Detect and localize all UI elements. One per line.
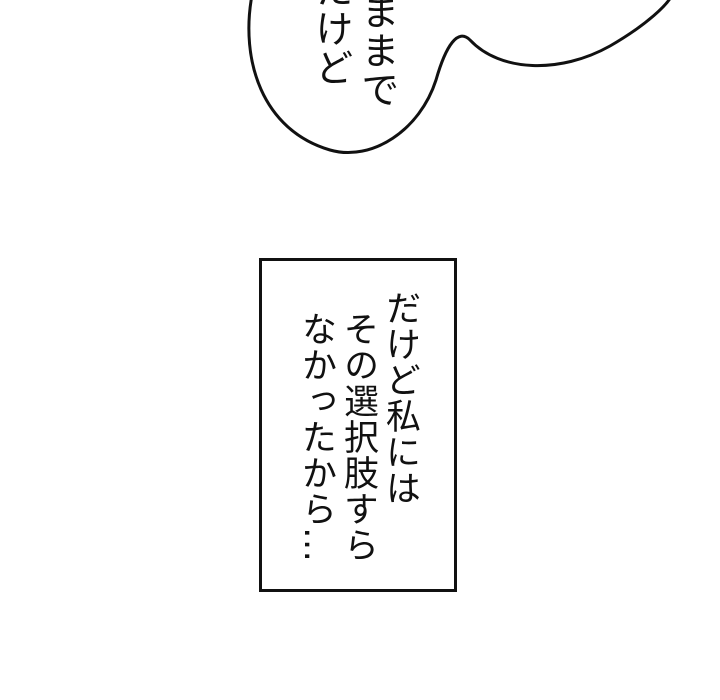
caption-line-2: その選択肢すら (338, 311, 378, 563)
bubble-line-2: たけど (309, 0, 353, 87)
caption-line-3: なかったから… (296, 311, 336, 563)
narration-caption-box (259, 258, 457, 592)
bubble-line-1: ままで (355, 0, 399, 109)
caption-line-1: だけど私には (380, 290, 420, 506)
speech-bubble-outline (247, 0, 671, 155)
